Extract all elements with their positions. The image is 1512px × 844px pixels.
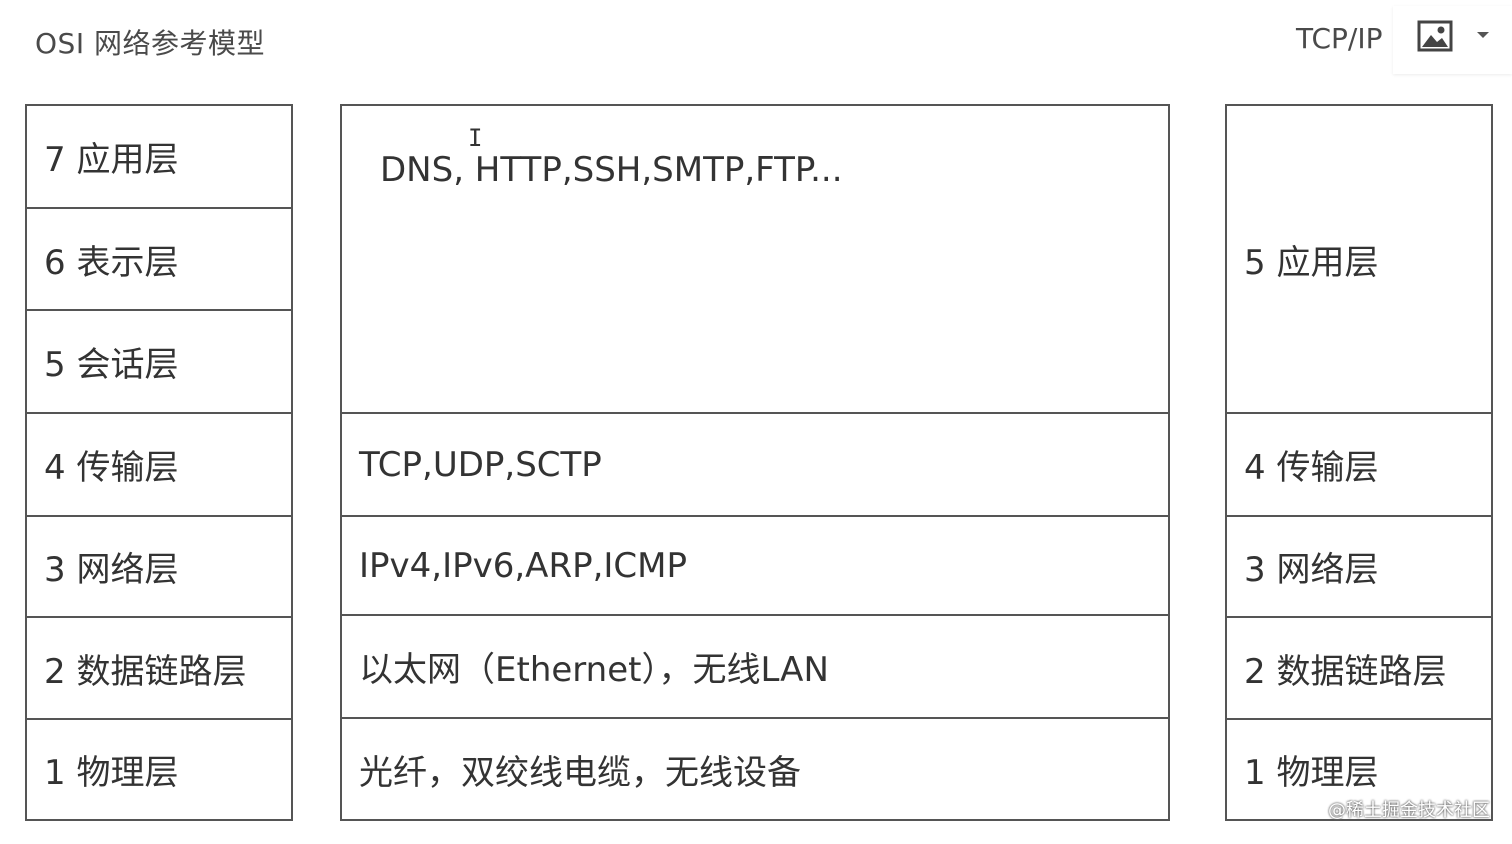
network-protocols-cell: IPv4,IPv6,ARP,ICMP [342, 517, 1168, 616]
text-cursor-icon: I [468, 124, 483, 152]
protocols-column: DNS, HTTP,SSH,SMTP,FTP... TCP,UDP,SCTP I… [340, 104, 1170, 821]
tcpip-model-title: TCP/IP [1296, 22, 1383, 55]
image-icon [1417, 20, 1453, 52]
osi-layer-1: 1 物理层 [27, 720, 291, 819]
osi-layers-column: 7 应用层 6 表示层 5 会话层 4 传输层 3 网络层 2 数据链路层 1 … [25, 104, 293, 821]
osi-layer-label: 1 物理层 [44, 753, 179, 793]
data-link-protocols: 以太网（Ethernet），无线LAN [359, 650, 829, 690]
osi-layer-5: 5 会话层 [27, 311, 291, 414]
tcpip-layer-label: 1 物理层 [1244, 753, 1379, 793]
tcpip-layer-label: 2 数据链路层 [1244, 651, 1447, 692]
osi-layer-label: 4 传输层 [44, 448, 179, 488]
image-options-button[interactable] [1393, 6, 1512, 74]
osi-layer-label: 6 表示层 [44, 242, 179, 283]
network-protocols: IPv4,IPv6,ARP,ICMP [359, 545, 687, 586]
osi-layer-6: 6 表示层 [27, 209, 291, 311]
osi-layer-7: 7 应用层 [27, 106, 291, 209]
application-protocols: DNS, HTTP,SSH,SMTP,FTP... [380, 150, 843, 190]
tcpip-layer-1: 1 物理层 [1227, 720, 1491, 819]
data-link-protocols-cell: 以太网（Ethernet），无线LAN [342, 616, 1168, 719]
tcpip-layer-label: 5 应用层 [1244, 242, 1379, 283]
osi-layer-label: 2 数据链路层 [44, 651, 247, 692]
osi-model-title: OSI 网络参考模型 [35, 27, 265, 60]
tcpip-layers-column: 5 应用层 4 传输层 3 网络层 2 数据链路层 1 物理层 [1225, 104, 1493, 821]
physical-media: 光纤，双绞线电缆，无线设备 [359, 752, 801, 793]
osi-layer-label: 5 会话层 [44, 345, 179, 385]
osi-layer-4: 4 传输层 [27, 414, 291, 517]
transport-protocols-cell: TCP,UDP,SCTP [342, 414, 1168, 517]
tcpip-layer-3: 3 网络层 [1227, 517, 1491, 618]
application-protocols-cell: DNS, HTTP,SSH,SMTP,FTP... [342, 106, 1168, 414]
tcpip-layer-5: 5 应用层 [1227, 106, 1491, 414]
tcpip-layer-4: 4 传输层 [1227, 414, 1491, 517]
tcpip-layer-2: 2 数据链路层 [1227, 618, 1491, 720]
watermark: @稀土掘金技术社区 [1328, 800, 1490, 821]
osi-layer-2: 2 数据链路层 [27, 618, 291, 720]
osi-layer-3: 3 网络层 [27, 517, 291, 618]
osi-layer-label: 7 应用层 [44, 140, 179, 180]
tcpip-layer-label: 4 传输层 [1244, 448, 1379, 488]
tcpip-layer-label: 3 网络层 [1244, 550, 1379, 590]
physical-media-cell: 光纤，双绞线电缆，无线设备 [342, 719, 1168, 819]
transport-protocols: TCP,UDP,SCTP [359, 444, 602, 485]
osi-layer-label: 3 网络层 [44, 550, 179, 590]
chevron-down-icon [1477, 32, 1489, 38]
